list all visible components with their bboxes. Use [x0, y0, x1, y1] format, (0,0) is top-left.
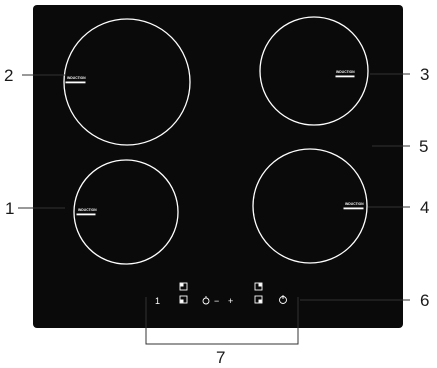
callout-5: 5 — [419, 137, 428, 156]
callout-4: 4 — [420, 198, 429, 217]
plus-button[interactable]: + — [228, 296, 233, 306]
callout-2: 2 — [4, 66, 13, 85]
minus-button[interactable]: − — [214, 296, 219, 306]
zone-rear-right-label: INDUCTION — [336, 70, 355, 74]
callout-7: 7 — [216, 348, 225, 367]
key-lock-symbol[interactable]: 1 — [155, 296, 160, 306]
zone-front-right-marker — [344, 208, 363, 209]
callout-6: 6 — [420, 291, 429, 310]
zone-front-left-marker — [77, 214, 95, 215]
zone-front-right-label: INDUCTION — [345, 202, 364, 206]
zone-rear-right-marker — [336, 76, 354, 77]
zone-rear-left-label: INDUCTION — [67, 76, 86, 80]
callout-1: 1 — [5, 199, 14, 218]
zone-rear-left-marker — [66, 82, 85, 83]
zone-front-left-label: INDUCTION — [78, 208, 97, 212]
hob-glass-panel — [33, 5, 403, 328]
callout-3: 3 — [420, 65, 429, 84]
